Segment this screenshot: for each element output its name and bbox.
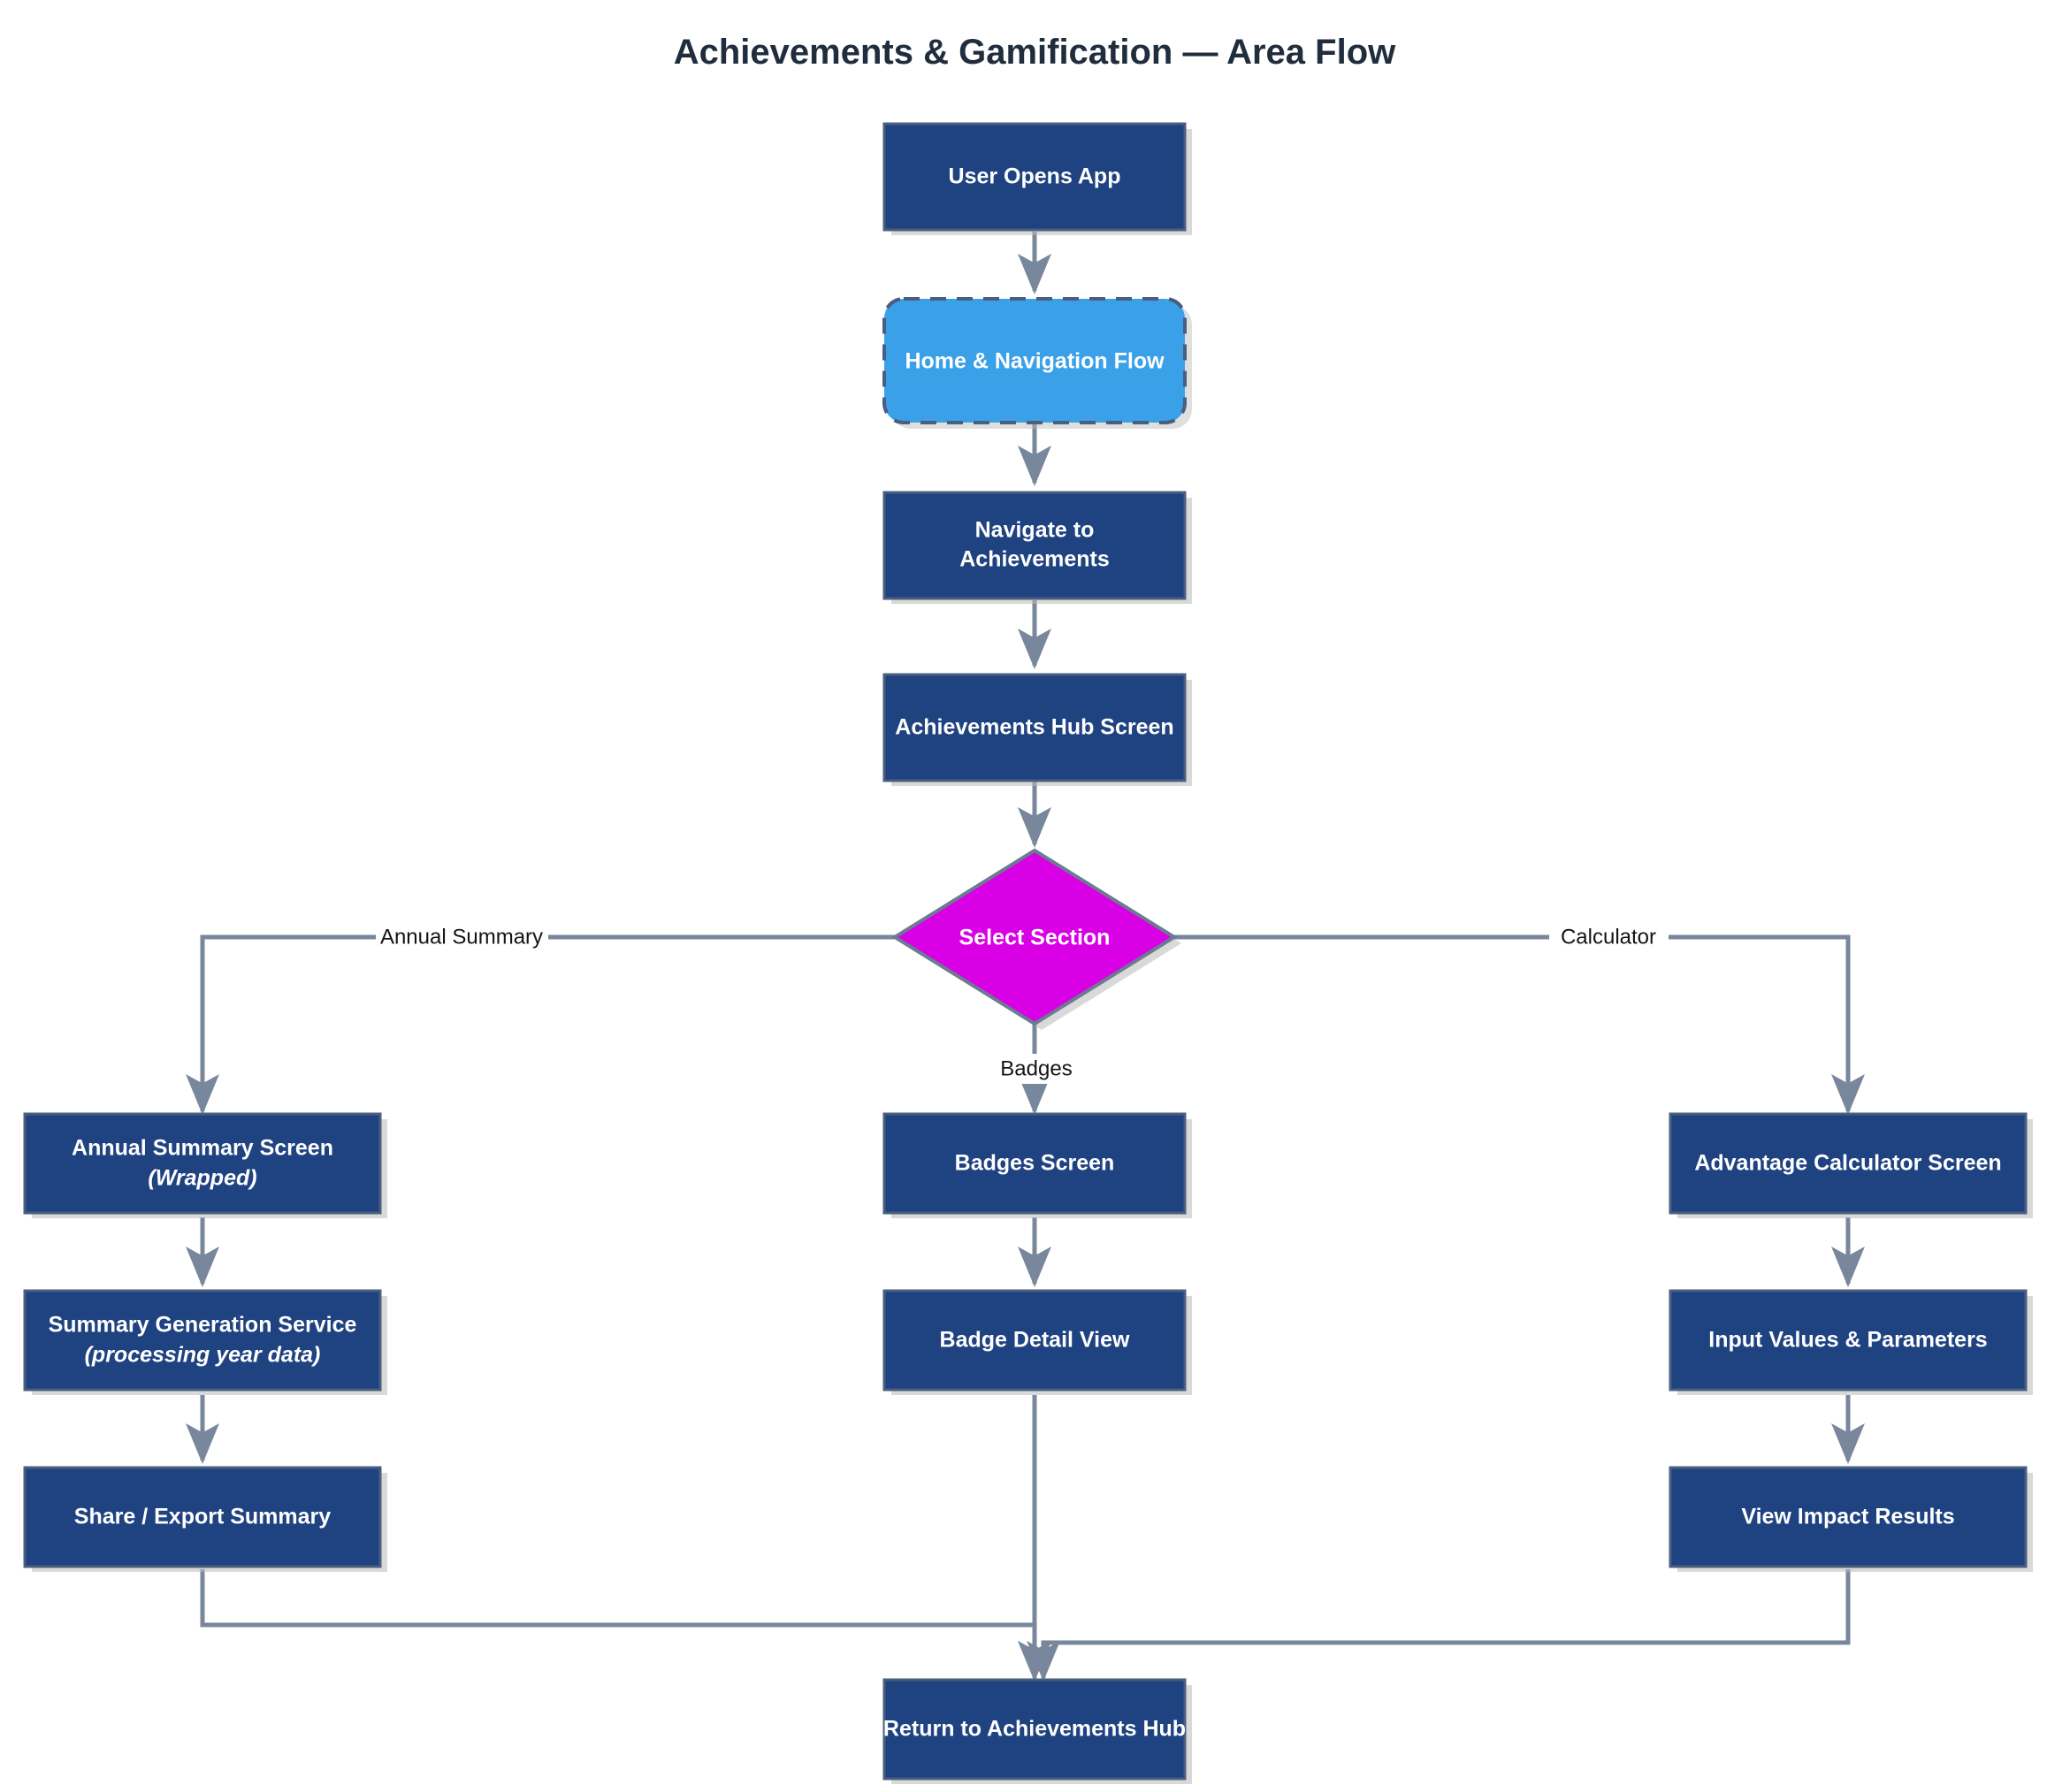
edge-label-badges: Badges <box>1000 1056 1072 1080</box>
node-select-section-label: Select Section <box>959 926 1111 950</box>
edge-label-layer: Annual Summary Badges Calculator <box>376 922 1669 1084</box>
node-annual-summary-screen-label-line2: (Wrapped) <box>148 1166 256 1191</box>
node-navigate-to-achievements-label-line2: Achievements <box>959 547 1110 572</box>
node-summary-generation-service-label-line1: Summary Generation Service <box>49 1313 357 1338</box>
edge-select-to-annual-summary <box>186 934 895 1116</box>
node-advantage-calculator-screen-label: Advantage Calculator Screen <box>1694 1151 2001 1176</box>
node-return-to-achievements-hub[interactable]: Return to Achievements Hub <box>882 1678 1192 1784</box>
node-view-impact-results-label: View Impact Results <box>1741 1505 1954 1529</box>
edge-label-calculator: Calculator <box>1561 925 1656 949</box>
node-annual-summary-screen-label-line1: Annual Summary Screen <box>72 1136 333 1161</box>
node-navigate-to-achievements-label-line1: Navigate to <box>975 518 1095 543</box>
node-navigate-to-achievements[interactable]: Navigate to Achievements <box>882 491 1192 604</box>
edge-label-annual-summary: Annual Summary <box>380 925 543 949</box>
node-summary-generation-service[interactable]: Summary Generation Service (processing y… <box>23 1289 387 1395</box>
node-badge-detail-view-label: Badge Detail View <box>940 1328 1130 1353</box>
node-view-impact-results[interactable]: View Impact Results <box>1669 1466 2033 1572</box>
edge-share-export-to-return <box>200 1569 1051 1682</box>
node-home-navigation-flow-label: Home & Navigation Flow <box>905 349 1165 374</box>
node-achievements-hub-screen-label: Achievements Hub Screen <box>895 715 1173 740</box>
node-annual-summary-screen[interactable]: Annual Summary Screen (Wrapped) <box>23 1112 387 1218</box>
node-advantage-calculator-screen[interactable]: Advantage Calculator Screen <box>1669 1112 2033 1218</box>
node-input-values-parameters-label: Input Values & Parameters <box>1708 1328 1987 1353</box>
edge-select-to-calculator <box>1174 934 1865 1116</box>
node-input-values-parameters[interactable]: Input Values & Parameters <box>1669 1289 2033 1395</box>
node-return-to-achievements-hub-label: Return to Achievements Hub <box>883 1717 1186 1742</box>
edge-layer <box>186 232 1865 1682</box>
page-title: Achievements & Gamification — Area Flow <box>674 33 1396 72</box>
node-home-navigation-flow[interactable]: Home & Navigation Flow <box>882 297 1192 429</box>
node-user-opens-app[interactable]: User Opens App <box>882 122 1192 235</box>
node-user-opens-app-label: User Opens App <box>949 164 1121 189</box>
node-share-export-summary-label: Share / Export Summary <box>74 1505 331 1529</box>
node-badges-screen-label: Badges Screen <box>955 1151 1115 1176</box>
node-badges-screen[interactable]: Badges Screen <box>882 1112 1192 1218</box>
node-summary-generation-service-label-line2: (processing year data) <box>85 1343 321 1368</box>
node-badge-detail-view[interactable]: Badge Detail View <box>882 1289 1192 1395</box>
node-select-section[interactable]: Select Section <box>891 848 1181 1030</box>
node-share-export-summary[interactable]: Share / Export Summary <box>23 1466 387 1572</box>
node-achievements-hub-screen[interactable]: Achievements Hub Screen <box>882 673 1192 786</box>
edge-impact-to-return <box>1027 1569 1851 1682</box>
